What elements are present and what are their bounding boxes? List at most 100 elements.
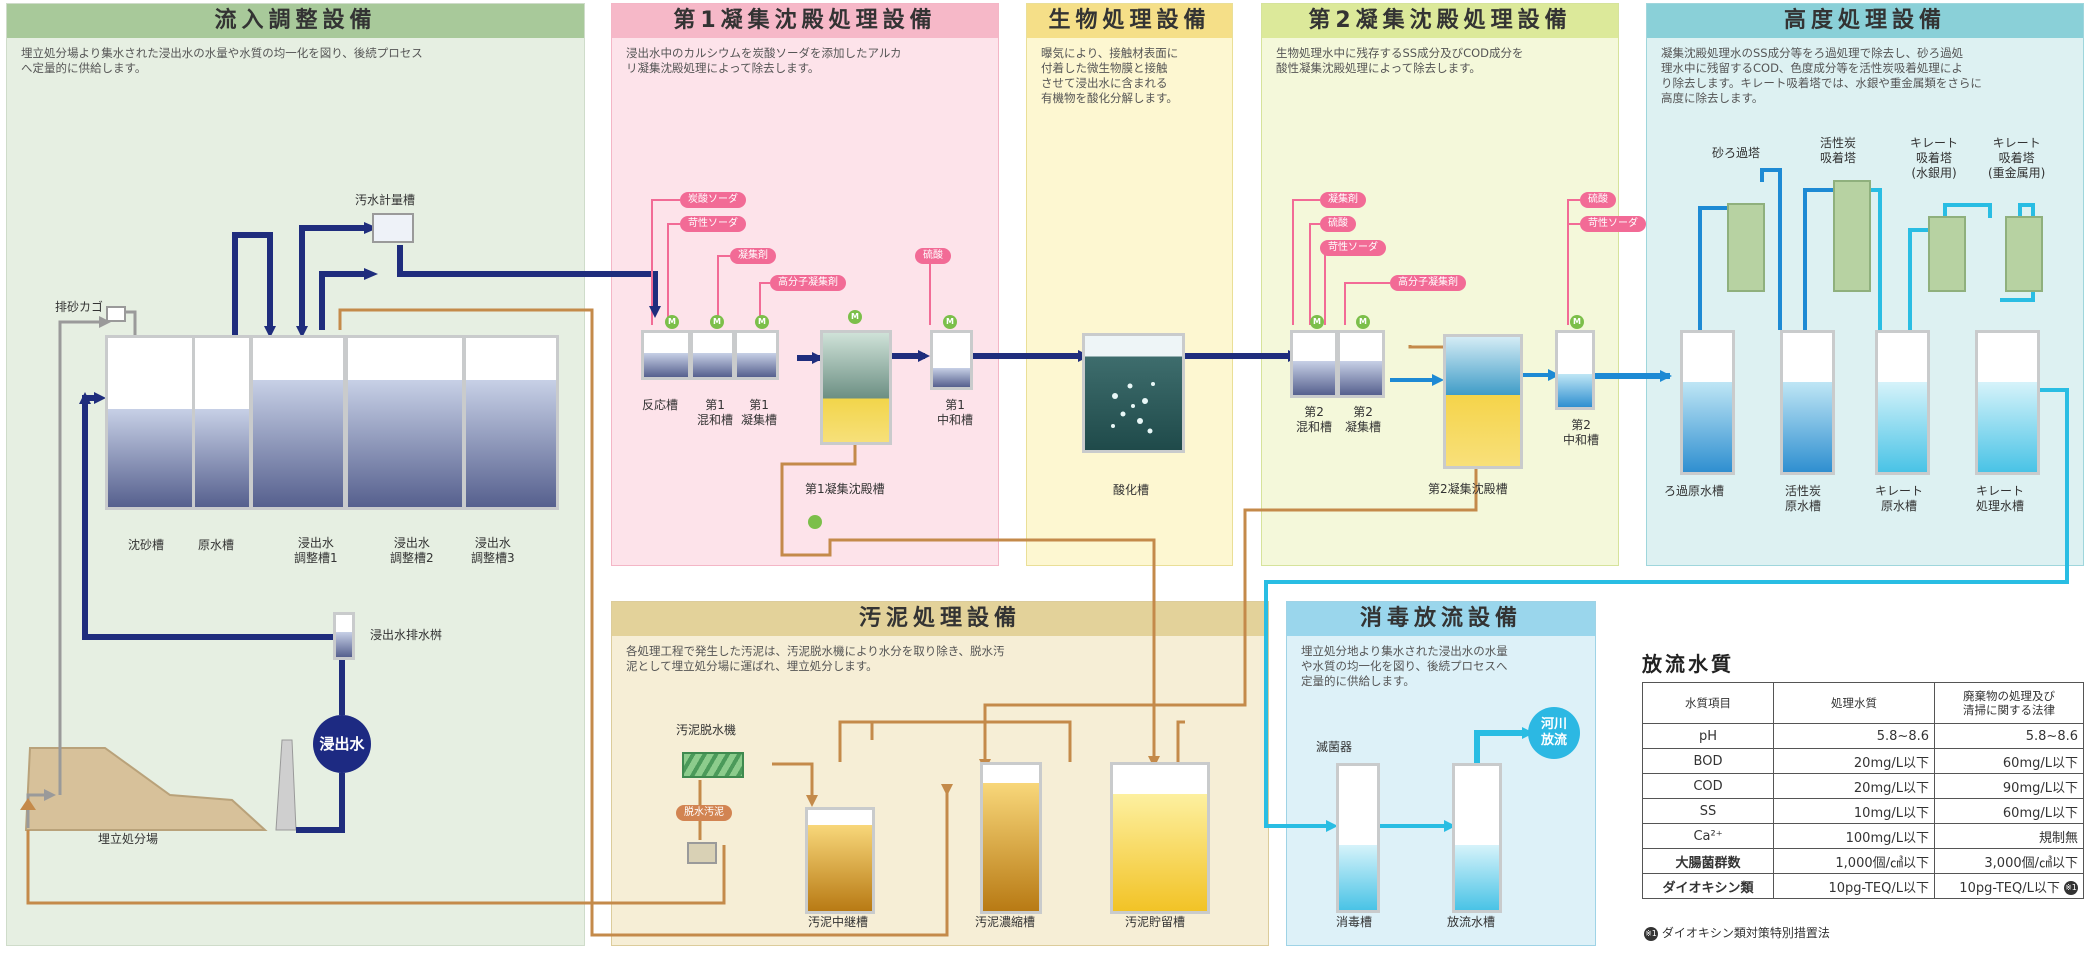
section-title: 高度処理設備 <box>1647 4 2083 38</box>
ac-tower-label: 活性炭 吸着塔 <box>1820 136 1857 165</box>
pipe-chelate-hg-to-hm <box>1943 203 1992 218</box>
section-description: 曝気により、接触材表面に 付着した微生物膜と接触 させて浸出水に含まれる 有機物… <box>1041 46 1179 105</box>
ac-tower <box>1833 180 1871 292</box>
footnote-text: ダイオキシン類対策特別措置法 <box>1661 926 1830 940</box>
footnote-marker-icon: ※1 <box>2064 881 2078 895</box>
table-row: 大腸菌群数 1,000個/㎤以下 3,000個/㎤以下 <box>1642 848 2084 874</box>
table-cell: 10pg-TEQ/L以下 ※1 <box>1934 873 2084 899</box>
chelate-hm-tower <box>2005 216 2043 292</box>
table-row: ダイオキシン類 10pg-TEQ/L以下 10pg-TEQ/L以下 ※1 <box>1642 873 2084 899</box>
tank-liquid <box>1113 794 1207 911</box>
disinfection-tank <box>1336 763 1380 913</box>
pipe-chem-7 <box>1309 223 1320 325</box>
pipe-chem-4 <box>759 282 770 325</box>
table-cell: 10mg/L以下 <box>1773 798 1935 824</box>
pipe-chem-6 <box>1292 199 1320 325</box>
chelate-raw-tank-label: キレート 原水槽 <box>1875 484 1924 513</box>
chem-tag: 高分子凝集剤 <box>770 275 846 291</box>
eq-tank-2 <box>345 335 465 510</box>
section-biological: 生物処理設備 曝気により、接触材表面に 付着した微生物膜と接触 させて浸出水に含… <box>1026 3 1233 566</box>
pipe-chem-2 <box>667 223 680 325</box>
column-header: 処理水質 <box>1773 682 1935 724</box>
disinfection-tank-label: 消毒槽 <box>1336 915 1373 929</box>
eq-tank-1-label: 浸出水 調整槽1 <box>294 536 338 565</box>
pipe-filt-riser <box>1698 206 1730 340</box>
sludge-storage-tank-label: 汚泥貯留槽 <box>1125 915 1186 929</box>
aeration-bubbles-icon <box>1111 382 1155 434</box>
table-row: Ca²⁺ 100mg/L以下 規制無 <box>1642 823 2084 849</box>
section-title: 生物処理設備 <box>1027 4 1232 38</box>
section-first-coagulation: 第1凝集沈殿処理設備 浸出水中のカルシウムを炭酸ソーダを添加したアルカ リ凝集沈… <box>611 3 999 566</box>
pipe-gray-return <box>26 793 50 828</box>
tank-liquid <box>737 352 776 377</box>
oxidation-tank-label: 酸化槽 <box>1113 483 1150 497</box>
pipe-chem-10 <box>1567 199 1580 325</box>
table-cell: 大腸菌群数 <box>1642 848 1774 874</box>
pipe-dewater-to-relay <box>772 762 814 800</box>
table-cell: 5.8~8.6 <box>1773 723 1935 749</box>
pipe-to-meter-3 <box>319 271 370 330</box>
sludge-relay-tank-label: 汚泥中継槽 <box>808 915 869 929</box>
pipe-chem-3 <box>717 255 730 325</box>
sewage-meter-label: 汚水計量槽 <box>355 193 416 207</box>
pipe-landfill-to-pump <box>296 773 345 833</box>
tank-liquid <box>466 380 556 507</box>
table-cell: SS <box>1642 798 1774 824</box>
raw-water-tank-label: 原水槽 <box>198 538 235 552</box>
table-cell: 10pg-TEQ/L以下 <box>1773 873 1935 899</box>
pipe-treated-to-disinfect <box>1264 388 2069 828</box>
chelate-hg-tower <box>1928 216 1966 292</box>
filtration-raw-tank-label: ろ過原水槽 <box>1664 484 1725 498</box>
second-mix-tank <box>1290 330 1338 398</box>
chem-tag: 凝集剤 <box>1320 192 1366 208</box>
column-header: 廃棄物の処理及び 清掃に関する法律 <box>1934 682 2084 724</box>
table-cell: 60mg/L以下 <box>1934 798 2084 824</box>
water-quality-table: 水質項目 処理水質 廃棄物の処理及び 清掃に関する法律 pH 5.8~8.6 5… <box>1642 682 2084 899</box>
chem-tag: 炭酸ソーダ <box>680 192 746 208</box>
oxidation-tank <box>1082 333 1185 453</box>
table-cell: 5.8~8.6 <box>1934 723 2084 749</box>
first-coag-tank <box>734 330 779 380</box>
section-description: 生物処理水中に残存するSS成分及びCOD成分を 酸性凝集沈殿処理によって除去しま… <box>1276 46 1524 75</box>
mixer-motor-icon: M <box>943 315 957 329</box>
sludge-pump-icon <box>808 515 822 529</box>
first-neutral-tank <box>930 330 973 390</box>
pipe-chem-1 <box>651 199 680 325</box>
pipe-sandfilter-down <box>1760 168 1782 330</box>
tank-liquid <box>1293 360 1335 395</box>
second-neutral-tank <box>1555 330 1595 410</box>
footnote-marker-icon: ※1 <box>1644 926 1658 941</box>
tank-liquid <box>983 782 1039 911</box>
eq-tank-3-label: 浸出水 調整槽3 <box>471 536 515 565</box>
table-cell: 90mg/L以下 <box>1934 773 2084 799</box>
second-settling-tank-label: 第2凝集沈殿槽 <box>1428 482 1508 496</box>
table-row: COD 20mg/L以下 90mg/L以下 <box>1642 773 2084 799</box>
ac-raw-tank <box>1780 330 1835 475</box>
dewatered-cake-hopper <box>687 842 717 864</box>
pipe-to-meter-2 <box>299 225 370 330</box>
chelate-hg-label: キレート 吸着塔 (水銀用) <box>1910 136 1959 180</box>
second-mix-tank-label: 第2 混和槽 <box>1296 405 1333 434</box>
second-settling-tank <box>1443 334 1523 469</box>
mixer-motor-icon: M <box>665 315 679 329</box>
chem-tag: 硫酸 <box>1580 192 1616 208</box>
sand-basket-label: 排砂カゴ <box>55 300 104 314</box>
pipe-chelate-riser <box>1908 228 1930 330</box>
table-cell: BOD <box>1642 748 1774 774</box>
table-row: pH 5.8~8.6 5.8~8.6 <box>1642 723 2084 749</box>
table-cell: Ca²⁺ <box>1642 823 1774 849</box>
tank-liquid <box>336 631 352 657</box>
chem-tag: 硫酸 <box>915 248 951 264</box>
landfill-mound <box>24 747 268 831</box>
pipe-settle2-sludge <box>983 445 1478 765</box>
pipe-settle1-sludge <box>780 445 1156 762</box>
table-cell: 規制無 <box>1934 823 2084 849</box>
reaction-tank-label: 反応槽 <box>642 398 679 412</box>
pipe-gray-vertical <box>58 320 105 795</box>
chem-tag: 高分子凝集剤 <box>1390 275 1466 291</box>
table-cell: 20mg/L以下 <box>1773 773 1935 799</box>
pipe-settle2-top-return <box>1408 345 1451 349</box>
discharge-tank <box>1452 763 1502 913</box>
section-title: 汚泥処理設備 <box>612 602 1268 636</box>
footnote: ※1 ダイオキシン類対策特別措置法 <box>1644 924 1830 941</box>
